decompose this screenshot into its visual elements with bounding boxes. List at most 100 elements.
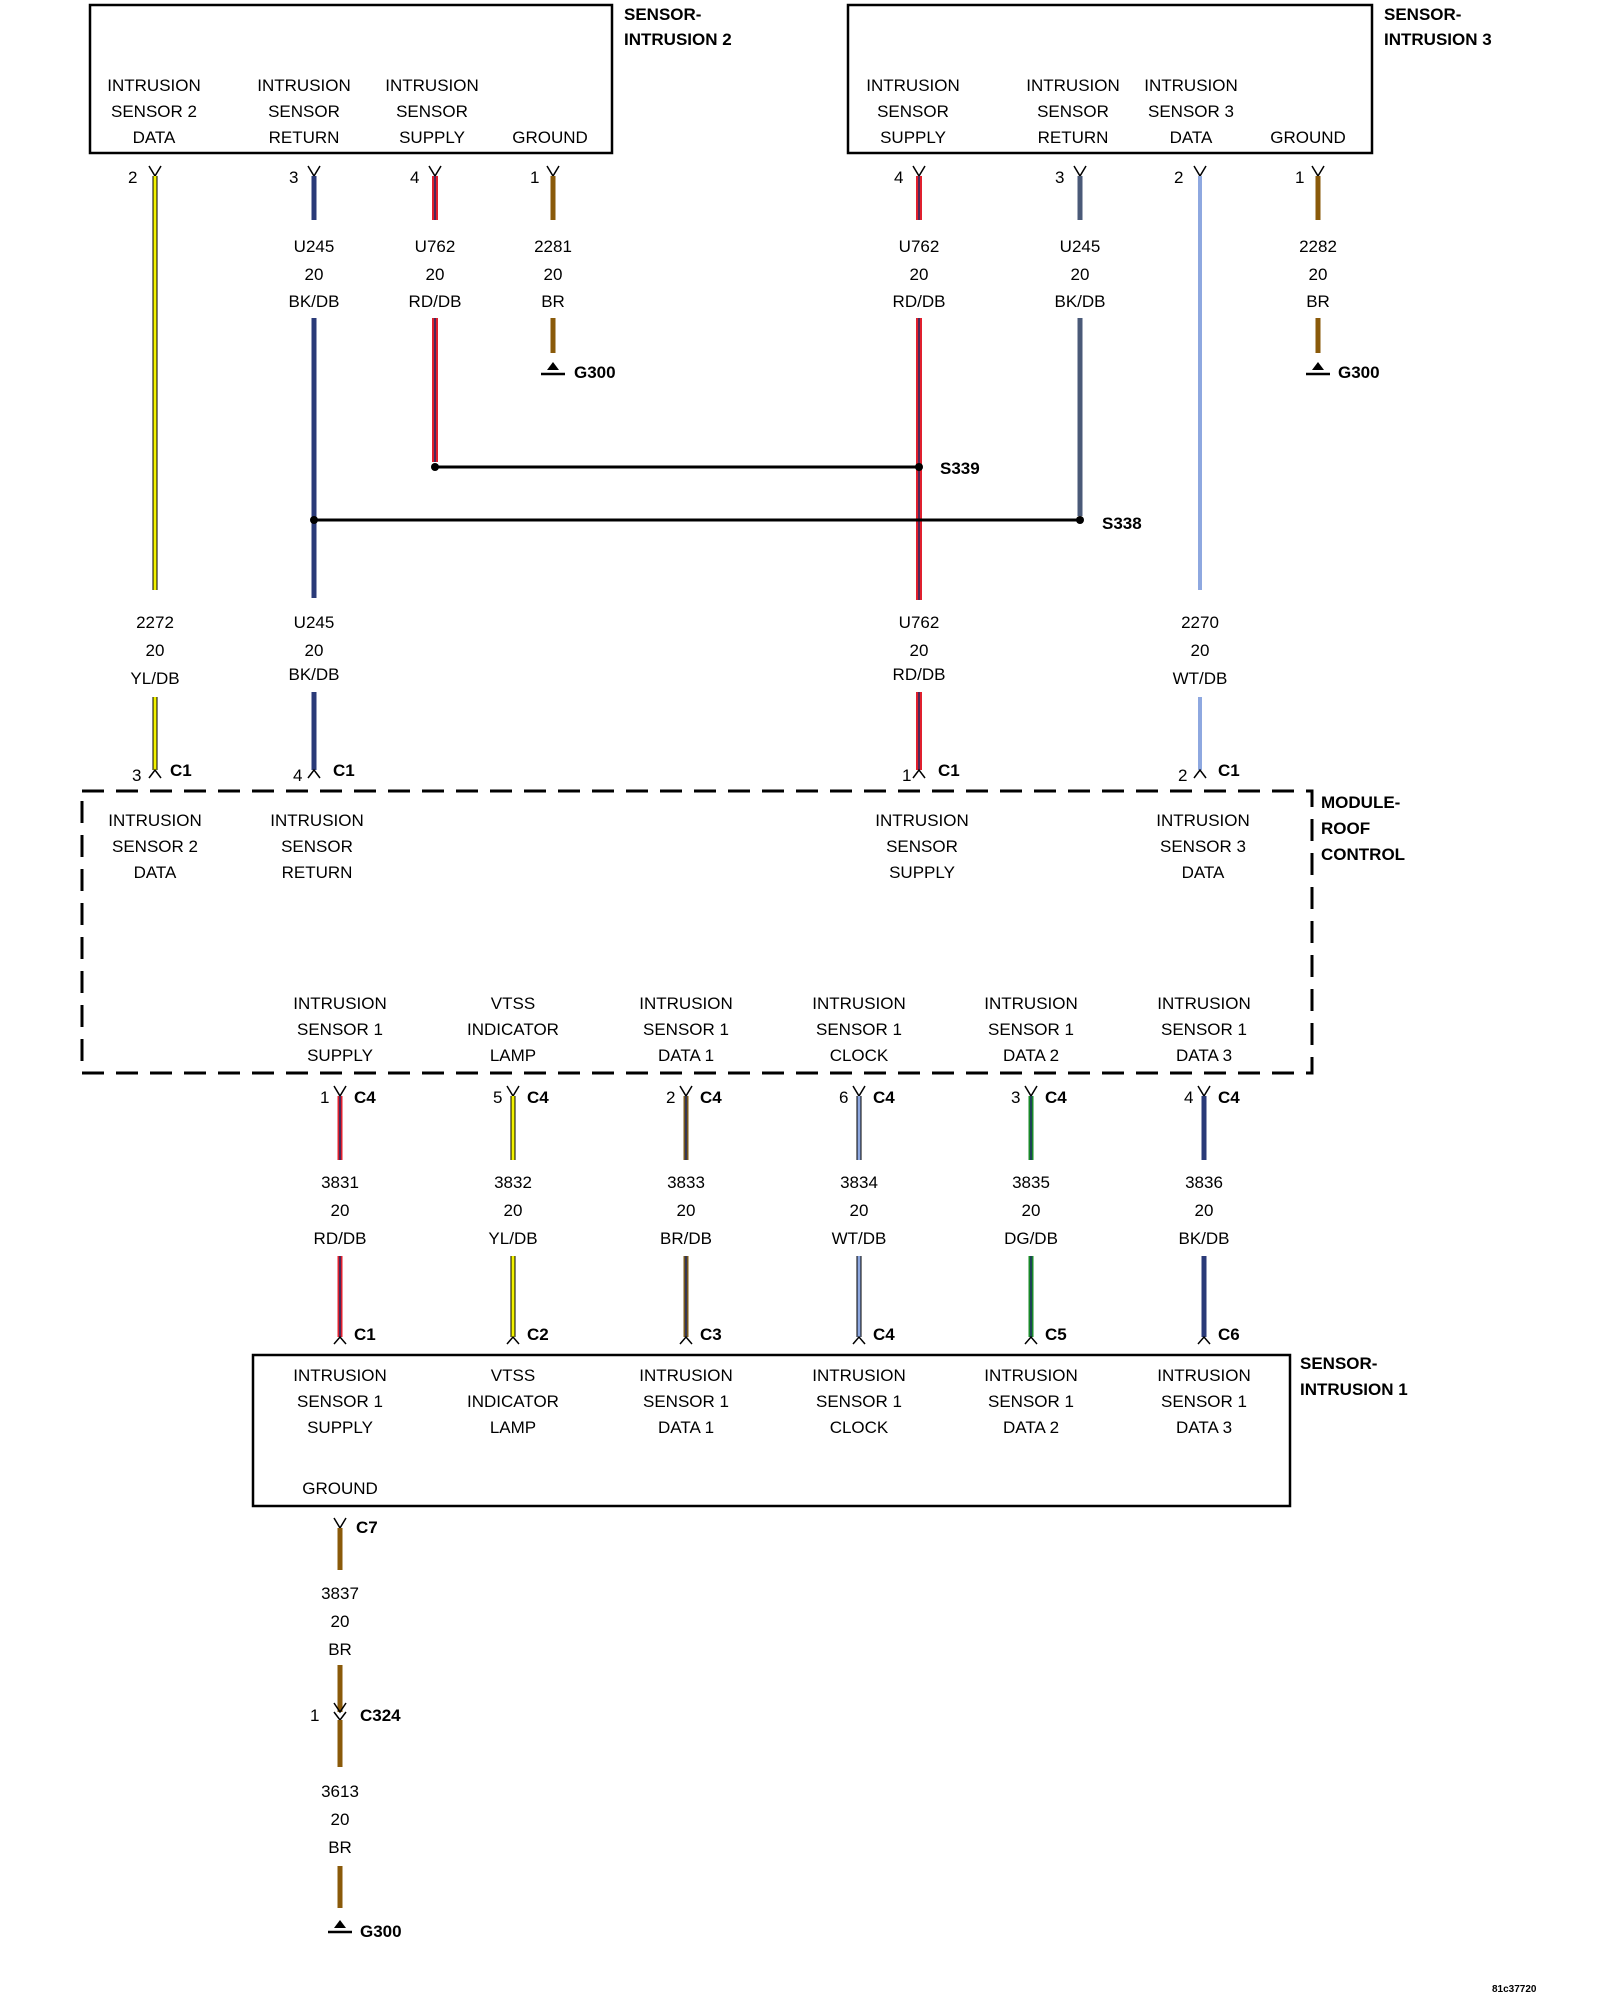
connector-label: C4: [873, 1325, 895, 1344]
wire-gauge: 20: [504, 1201, 523, 1220]
connector-label: C4: [1218, 1088, 1240, 1107]
sensor-1-ground-label: GROUND: [302, 1479, 378, 1498]
circuit-number: U245: [1060, 237, 1101, 256]
module-bottom-label: INDICATOR: [467, 1020, 559, 1039]
connector-fork-icon: [428, 165, 442, 178]
wire-gauge: 20: [1071, 265, 1090, 284]
connector-label: C6: [1218, 1325, 1240, 1344]
wire-color: BK/DB: [1054, 292, 1105, 311]
connector-fork-icon: [546, 165, 560, 178]
module-bottom-label: SENSOR 1: [988, 1020, 1074, 1039]
wire-gauge: 20: [850, 1201, 869, 1220]
sensor-1-label: INTRUSION: [293, 1366, 387, 1385]
wire-gauge: 20: [305, 641, 324, 660]
sensor-3-box: [846, 3, 1374, 155]
pin-number: 2: [1174, 168, 1183, 187]
splice-label: S338: [1102, 514, 1142, 533]
module-bottom-label: SENSOR 1: [297, 1020, 383, 1039]
connector-label: C2: [527, 1325, 549, 1344]
connector-label: C7: [356, 1518, 378, 1537]
sensor-1-label: SENSOR 1: [1161, 1392, 1247, 1411]
pin-number: 4: [410, 168, 419, 187]
sensor-2-label-return-l3: RETURN: [269, 128, 340, 147]
pin-number: 4: [1184, 1088, 1193, 1107]
wire-color: BK/DB: [288, 292, 339, 311]
connector-label: C1: [354, 1325, 376, 1344]
wire-color: BR/DB: [660, 1229, 712, 1248]
connector-fork-icon: [148, 768, 162, 779]
module-bottom-label: DATA 1: [658, 1046, 714, 1065]
module-bottom-label: SENSOR 1: [1161, 1020, 1247, 1039]
connector-label: C1: [333, 761, 355, 780]
wire-color: BR: [541, 292, 565, 311]
connector-fork-icon: [912, 768, 926, 779]
ground-run: C7 3837 20 BR 1 C324 3613 20 BR G300: [310, 1517, 402, 1941]
sensor-1-label: SENSOR 1: [297, 1392, 383, 1411]
sensor-1-label: DATA 1: [658, 1418, 714, 1437]
wire-gauge: 20: [146, 641, 165, 660]
wire-gauge: 20: [910, 265, 929, 284]
module-title-line3: CONTROL: [1321, 845, 1405, 864]
module-box: [80, 789, 1314, 1075]
pin-number: 3: [1011, 1088, 1020, 1107]
ground-symbol-icon: [541, 362, 565, 376]
connector-fork-icon: [1197, 1085, 1211, 1098]
wire-sensor-2-data: 2: [128, 165, 162, 590]
wire-color: RD/DB: [314, 1229, 367, 1248]
module-bottom-label: INTRUSION: [639, 994, 733, 1013]
module-bottom-label: SUPPLY: [307, 1046, 373, 1065]
sensor-intrusion-2: SENSOR- INTRUSION 2 INTRUSION SENSOR 2 D…: [88, 3, 732, 155]
sensor-1-label: DATA 3: [1176, 1418, 1232, 1437]
wire-color: YL/DB: [130, 669, 179, 688]
pin-number: 6: [839, 1088, 848, 1107]
ground-label: G300: [574, 363, 616, 382]
wire-color: BK/DB: [1178, 1229, 1229, 1248]
module-bottom-label: VTSS: [491, 994, 535, 1013]
pin-number: 2: [666, 1088, 675, 1107]
circuit-number: 2272: [136, 613, 174, 632]
sensor-1-label: SENSOR 1: [988, 1392, 1074, 1411]
connector-fork-icon: [307, 165, 321, 178]
wire-color: BR: [1306, 292, 1330, 311]
sensor-3-label-data-l2: SENSOR 3: [1148, 102, 1234, 121]
module-roof-control: MODULE- ROOF CONTROL INTRUSION SENSOR 2 …: [80, 789, 1405, 1075]
splice-dot-icon: [1076, 516, 1084, 524]
mid-wire-labels: 2272 20 YL/DB U245 20 BK/DB U762 20 RD/D…: [125, 600, 1235, 770]
connector-label: C4: [1045, 1088, 1067, 1107]
pin-number: 1: [310, 1706, 319, 1725]
wire-gauge: 20: [331, 1612, 350, 1631]
sensor-2-label-return-l2: SENSOR: [268, 102, 340, 121]
connector-fork-icon: [1193, 165, 1207, 178]
module-c1-connectors: 3 C1 4 C1 1 C1 2 C1: [132, 761, 1240, 785]
wire-color: YL/DB: [488, 1229, 537, 1248]
wire-color: RD/DB: [409, 292, 462, 311]
wire-gauge: 20: [1191, 641, 1210, 660]
sensor-3-label-return-l1: INTRUSION: [1026, 76, 1120, 95]
sensor-1-label: INTRUSION: [1157, 1366, 1251, 1385]
connector-fork-icon: [1024, 1085, 1038, 1098]
circuit-number: 2281: [534, 237, 572, 256]
sensor-1-title-line2: INTRUSION 1: [1300, 1380, 1408, 1399]
sensor-2-label-supply-l2: SENSOR: [396, 102, 468, 121]
circuit-number: 3835: [1012, 1173, 1050, 1192]
connector-fork-icon: [307, 768, 321, 779]
circuit-number: 3831: [321, 1173, 359, 1192]
module-top-label: INTRUSION: [108, 811, 202, 830]
module-bottom-label: SENSOR 1: [816, 1020, 902, 1039]
circuit-number: U245: [294, 237, 335, 256]
sensor-2-box: [88, 3, 614, 155]
connector-label: C324: [360, 1706, 401, 1725]
pin-number: 2: [128, 168, 137, 187]
wire-gauge: 20: [331, 1810, 350, 1829]
splice-dot-icon: [431, 463, 439, 471]
module-top-label: DATA: [1182, 863, 1225, 882]
module-top-label: INTRUSION: [875, 811, 969, 830]
connector-fork-icon: [852, 1335, 866, 1345]
sensor-2-title-line1: SENSOR-: [624, 5, 701, 24]
sensor-3-label-data-l1: INTRUSION: [1144, 76, 1238, 95]
connector-fork-icon: [506, 1085, 520, 1098]
connector-fork-icon: [333, 1517, 347, 1530]
connector-label: C4: [354, 1088, 376, 1107]
ground-symbol-icon: [1306, 362, 1330, 376]
